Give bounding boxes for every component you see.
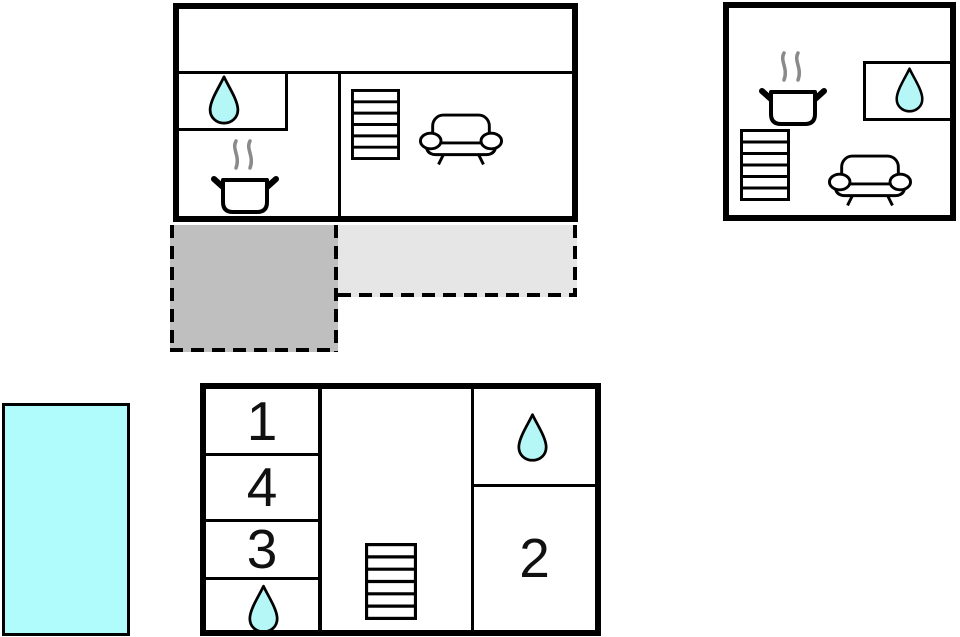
stairs-icon (740, 129, 790, 201)
swimming-pool (2, 403, 130, 636)
wall-top-strip (179, 71, 572, 74)
floorplan-bottom: 1 4 3 2 (200, 383, 601, 636)
wall-bathroom-right (285, 71, 288, 131)
room-label-1: 1 (246, 389, 278, 452)
floorplan-upper-right (723, 2, 956, 221)
sofa-icon (828, 154, 912, 207)
water-drop-icon (208, 75, 240, 125)
floorplan-upper-left (173, 3, 578, 222)
sofa-icon (419, 113, 503, 166)
wall-room4-room3 (206, 519, 318, 522)
room-label-2: 2 (519, 527, 550, 589)
water-drop-icon (248, 584, 279, 630)
terrace-dark (170, 225, 338, 352)
stairs-icon (351, 89, 400, 160)
wall-left-column (318, 389, 322, 630)
wall-room1-room4 (206, 453, 318, 456)
cooking-pot-icon (759, 51, 827, 126)
wall-room3-bath (206, 577, 318, 580)
water-drop-icon (517, 413, 548, 462)
wall-bath-room2 (474, 484, 595, 487)
water-drop-icon (895, 67, 924, 113)
wall-vertical-divider (338, 71, 341, 216)
wall-bathroom-bottom (179, 128, 288, 131)
room-label-4: 4 (246, 456, 278, 518)
wall-right-column (471, 389, 474, 630)
room-label-3: 3 (246, 518, 278, 580)
terrace-light (338, 225, 577, 297)
stairs-icon (365, 543, 417, 620)
cooking-pot-icon (211, 139, 279, 214)
